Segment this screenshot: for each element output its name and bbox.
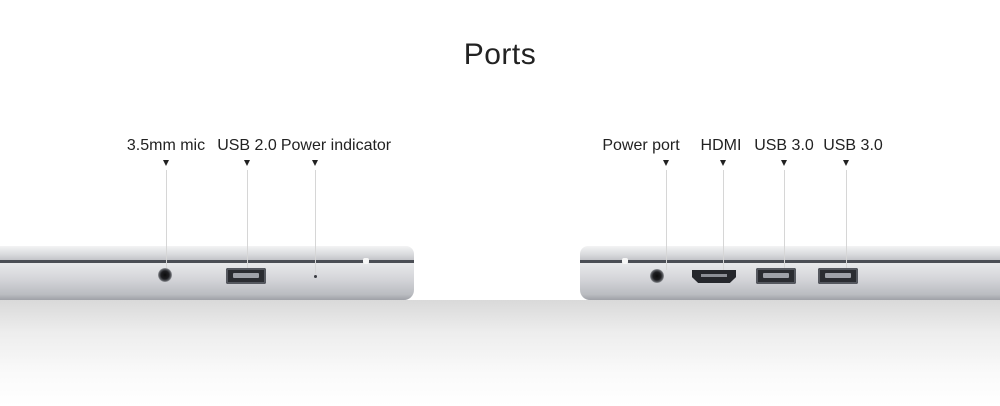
pointer-arrow — [843, 160, 849, 166]
pointer-arrow — [663, 160, 669, 166]
laptop-lid — [580, 246, 1000, 260]
laptop-lid — [0, 246, 414, 260]
laptop-seam — [0, 260, 414, 263]
label-hdmi: HDMI — [700, 137, 742, 154]
laptop-left-side — [0, 246, 414, 300]
label-usb-3-b: USB 3.0 — [823, 137, 883, 154]
leader-line — [723, 170, 724, 270]
label-power-indicator: Power indicator — [280, 137, 392, 154]
lid-notch — [363, 258, 369, 264]
pointer-arrow — [312, 160, 318, 166]
pointer-arrow — [781, 160, 787, 166]
leader-line — [247, 170, 248, 268]
hdmi-port-icon — [692, 270, 736, 283]
led-indicator-icon — [314, 275, 317, 278]
page-title: Ports — [463, 38, 537, 71]
pointer-arrow — [163, 160, 169, 166]
power-port-icon — [650, 269, 664, 283]
pointer-arrow — [720, 160, 726, 166]
pointer-arrow — [244, 160, 250, 166]
label-usb-2: USB 2.0 — [217, 137, 277, 154]
leader-line — [846, 170, 847, 268]
label-power-port: Power port — [602, 137, 680, 154]
usb-port-icon — [818, 268, 858, 284]
headphone-jack-icon — [158, 268, 172, 282]
floor-reflection — [0, 300, 1000, 406]
laptop-base — [0, 263, 414, 300]
laptop-seam — [580, 260, 1000, 263]
usb-port-icon — [756, 268, 796, 284]
usb-port-icon — [226, 268, 266, 284]
laptop-right-side — [580, 246, 1000, 300]
leader-line — [784, 170, 785, 268]
leader-line — [166, 170, 167, 268]
label-usb-3-a: USB 3.0 — [754, 137, 814, 154]
leader-line — [315, 170, 316, 274]
lid-notch — [622, 258, 628, 264]
leader-line — [666, 170, 667, 270]
label-mic: 3.5mm mic — [126, 137, 206, 154]
